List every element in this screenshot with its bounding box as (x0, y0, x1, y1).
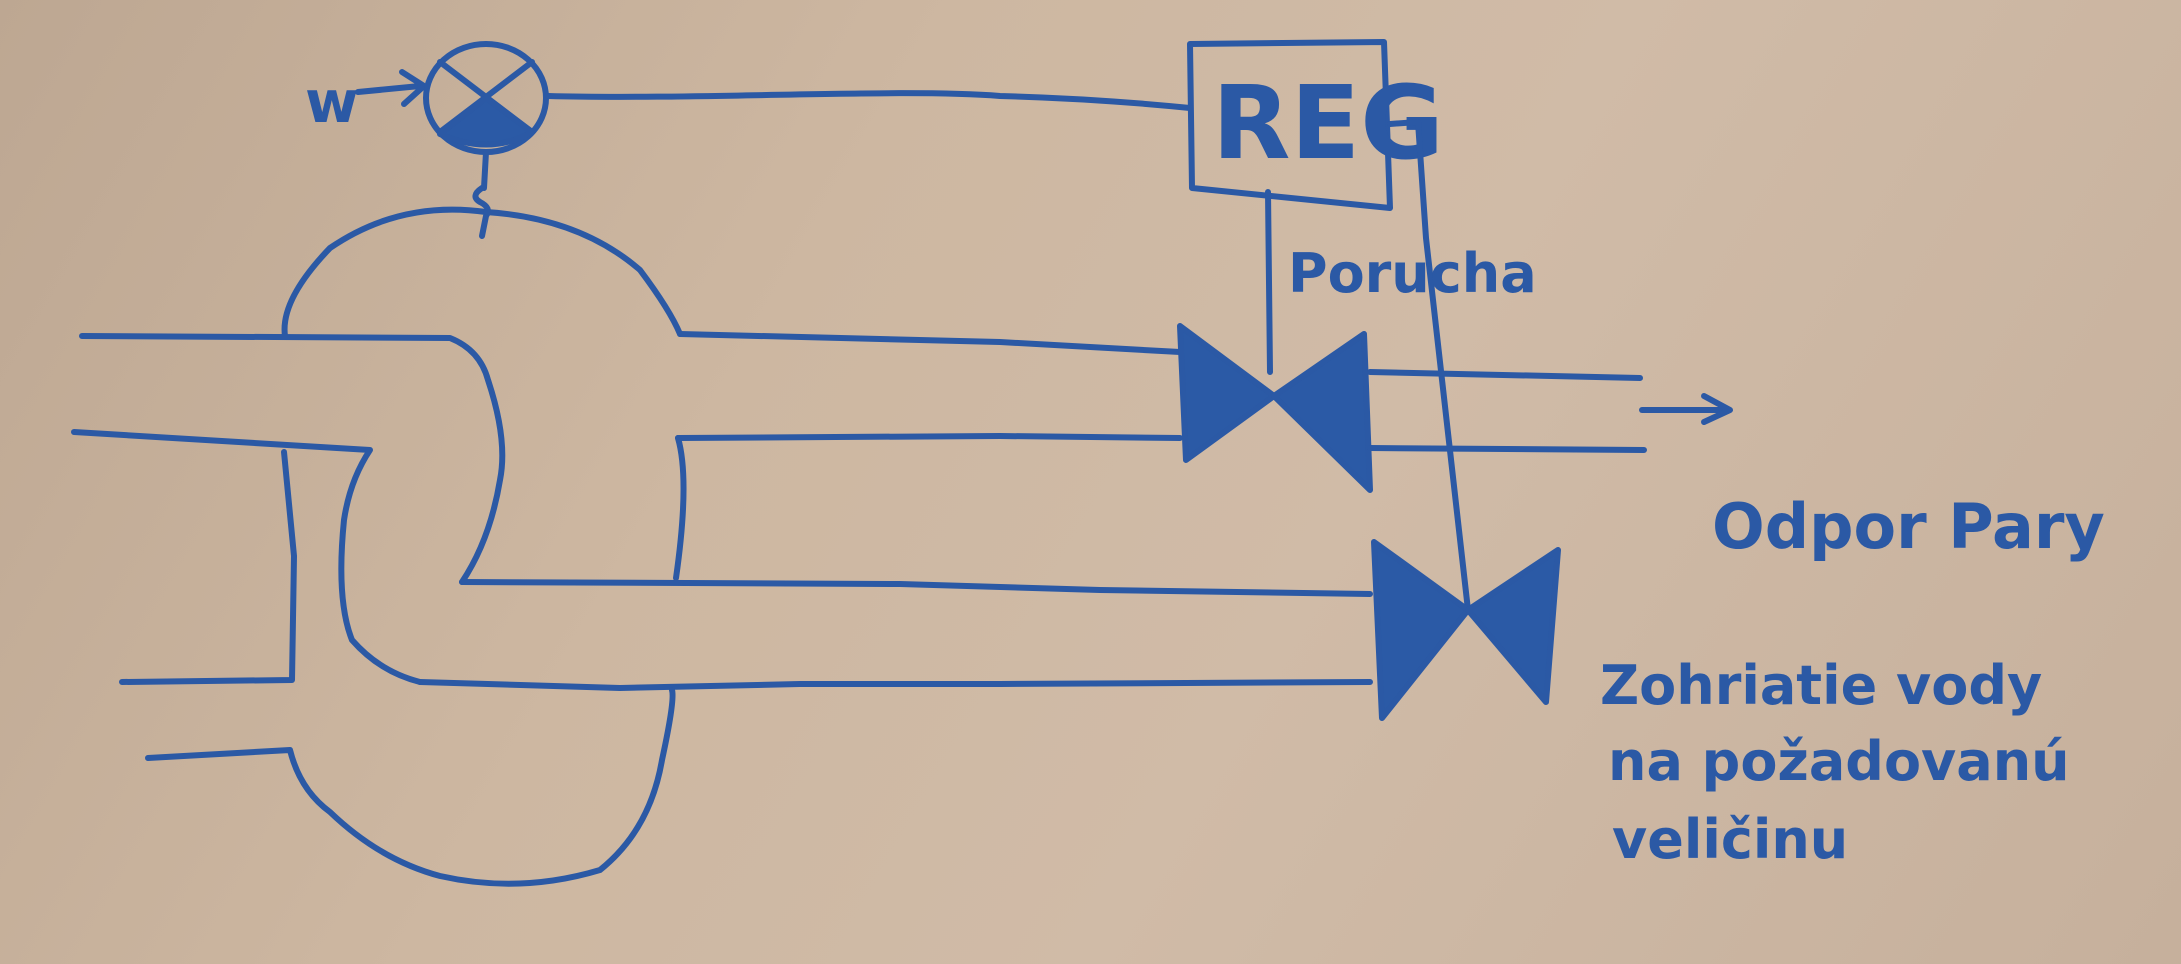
arrow-right-icon (1639, 393, 1733, 425)
feedback-link (472, 149, 491, 239)
water-upper-pipe (459, 579, 1373, 597)
goal-label-line3: veličinu (1612, 808, 1848, 871)
steam-pipe-bottom-right (675, 433, 1183, 441)
setpoint-input: w (305, 68, 427, 136)
bowtie-valve-icon (1177, 323, 1373, 493)
disturbance-label: Porucha (1288, 242, 1537, 305)
outlet-arrow-head (1701, 393, 1733, 425)
control-line-upper-valve (1265, 189, 1273, 375)
comparator-filled-sector (437, 95, 535, 148)
outlet-pipe-bottom (1367, 445, 1647, 453)
upper-valve-left-wing (1177, 323, 1277, 463)
steam-pipe-top-right (677, 331, 1183, 355)
setpoint-label: w (305, 68, 359, 136)
lower-valve-right-wing (1465, 547, 1561, 705)
outlet-pipe-top (1367, 369, 1643, 381)
upper-valve-right-wing (1271, 331, 1373, 493)
controller-box (1187, 39, 1393, 211)
steam-pipe-bend (673, 435, 687, 581)
control-line-lower-valve (1387, 119, 1471, 613)
exchanger-outer-arc-left (281, 206, 489, 339)
water-inlet-pipe (119, 449, 297, 685)
output-flow-label: Odpor Pary (1712, 490, 2105, 563)
steam-pipe-top-left (79, 333, 506, 585)
goal-label-line1: Zohriatie vody (1600, 654, 2042, 717)
steam-pipe-bottom-left (71, 429, 423, 685)
goal-label-line2: na požadovanú (1608, 730, 2070, 793)
summing-junction-icon (423, 41, 549, 239)
error-signal-line (545, 90, 1193, 111)
return-loop (145, 687, 676, 887)
setpoint-arrow-shaft (355, 83, 423, 95)
setpoint-arrow-head (399, 69, 427, 107)
water-lower-pipe (417, 679, 1373, 691)
exchanger-outer-arc-right (483, 209, 683, 337)
lower-valve-left-wing (1371, 539, 1471, 721)
bowtie-valve-icon (1371, 539, 1561, 721)
